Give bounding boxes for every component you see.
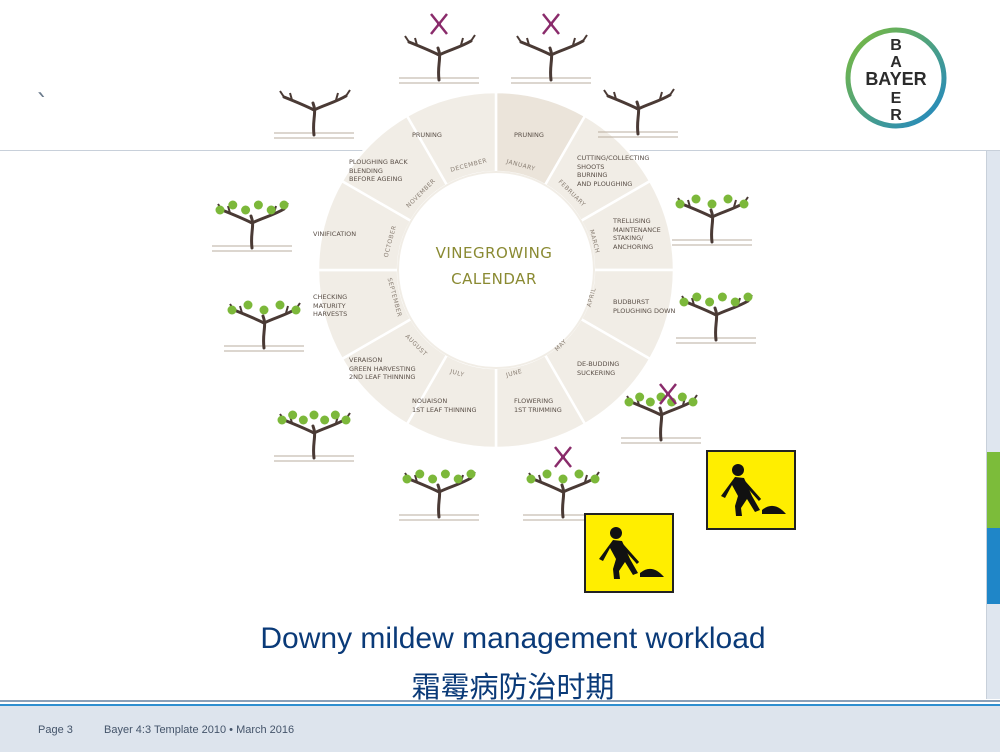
caption-english: Downy mildew management workload: [260, 622, 766, 655]
logo-letter-e: E: [891, 90, 902, 107]
footer-rule: [0, 700, 1000, 706]
calendar-title: VINEGROWING CALENDAR: [435, 244, 553, 288]
vine-leaf: [243, 300, 253, 310]
pruning-shears-icon: [554, 446, 572, 468]
pruning-shears-icon: [430, 13, 448, 35]
activity-label: De-budding Suckering: [577, 360, 620, 377]
vine-leaf: [688, 397, 698, 407]
side-strip: [987, 151, 1000, 699]
calendar-center: [397, 171, 595, 369]
vine-leaf: [590, 474, 600, 484]
worker-digging-icon: [599, 527, 664, 579]
title-mark: `: [36, 90, 49, 120]
activity-label: Pruning: [514, 131, 544, 139]
vine-leaf: [691, 194, 701, 204]
activity-label: Flowering 1st trimming: [514, 397, 562, 414]
vine-leaf: [723, 194, 733, 204]
vine-leaf: [215, 205, 225, 215]
bayer-logo: B A BAYER E R: [845, 27, 947, 129]
activity-label: Trellising maintenance Staking/ anchorin…: [613, 217, 661, 251]
template-info: Bayer 4:3 Template 2010 • March 2016: [104, 724, 295, 736]
vine-leaf: [558, 474, 568, 484]
vine-leaf: [402, 474, 412, 484]
men-at-work-sign: [584, 513, 674, 593]
vine-leaf: [279, 200, 289, 210]
vine-leaf: [288, 410, 298, 420]
vine-leaf: [259, 305, 269, 315]
page-number: Page 3: [38, 724, 73, 736]
activity-label: Budburst Ploughing down: [613, 298, 676, 315]
vine-leaf: [253, 200, 263, 210]
calendar-wheel: [212, 13, 756, 521]
vine-leaf: [241, 205, 251, 215]
activity-label: Pruning: [412, 131, 442, 139]
vine-leaf: [526, 474, 536, 484]
vine-illustration: [274, 89, 354, 139]
vine-leaf: [692, 292, 702, 302]
vine-leaf: [330, 410, 340, 420]
activity-label: Nouaison 1st leaf thinning: [412, 397, 477, 414]
side-strip-blue: [987, 528, 1000, 604]
logo-letter-b: B: [890, 37, 902, 54]
side-strip-green: [987, 452, 1000, 528]
vine-leaf: [341, 415, 351, 425]
vine-illustration: [511, 34, 591, 84]
vine-leaf: [309, 410, 319, 420]
activity-label: Veraison Green harvesting 2nd leaf thinn…: [349, 356, 416, 381]
vine-leaf: [291, 305, 301, 315]
activity-label: Cutting/collecting shoots Burning and pl…: [577, 154, 650, 188]
vine-leaf: [266, 205, 276, 215]
men-at-work-sign: [706, 450, 796, 530]
activity-label: Checking maturity Harvests: [313, 293, 348, 318]
vine-leaf: [705, 297, 715, 307]
activity-label: Ploughing back Blending Before ageing: [349, 158, 408, 183]
vine-leaf: [542, 469, 552, 479]
activity-label: Vinification: [313, 230, 357, 238]
vine-leaf: [707, 199, 717, 209]
pruning-shears-icon: [542, 13, 560, 35]
vinegrowing-calendar: VINEGROWING CALENDAR PruningCutting/coll…: [206, 0, 768, 530]
vine-leaf: [739, 199, 749, 209]
vine-leaf: [453, 474, 463, 484]
caption-chinese: 霜霉病防治时期: [411, 670, 615, 704]
vine-leaf: [466, 469, 476, 479]
vine-leaf: [675, 199, 685, 209]
vine-illustration: [598, 88, 678, 138]
vine-leaf: [635, 392, 645, 402]
worker-digging-icon: [721, 464, 786, 516]
vine-leaf: [440, 469, 450, 479]
vine-leaf: [275, 300, 285, 310]
logo-letter-r: R: [890, 107, 902, 124]
vine-leaf: [428, 474, 438, 484]
vine-leaf: [277, 415, 287, 425]
vine-leaf: [227, 305, 237, 315]
vine-leaf: [228, 200, 238, 210]
vine-leaf: [717, 292, 727, 302]
vine-leaf: [415, 469, 425, 479]
vine-illustration: [399, 34, 479, 84]
vine-leaf: [298, 415, 308, 425]
vine-leaf: [320, 415, 330, 425]
logo-word: BAYER: [865, 69, 926, 89]
logo-letter-a: A: [890, 54, 902, 71]
footer: Page 3 Bayer 4:3 Template 2010 • March 2…: [0, 706, 1000, 752]
vine-leaf: [730, 297, 740, 307]
vine-leaf: [743, 292, 753, 302]
vine-leaf: [574, 469, 584, 479]
vine-leaf: [624, 397, 634, 407]
vine-leaf: [679, 297, 689, 307]
vine-leaf: [677, 392, 687, 402]
vine-leaf: [645, 397, 655, 407]
pruning-shears-icon: [659, 383, 677, 405]
